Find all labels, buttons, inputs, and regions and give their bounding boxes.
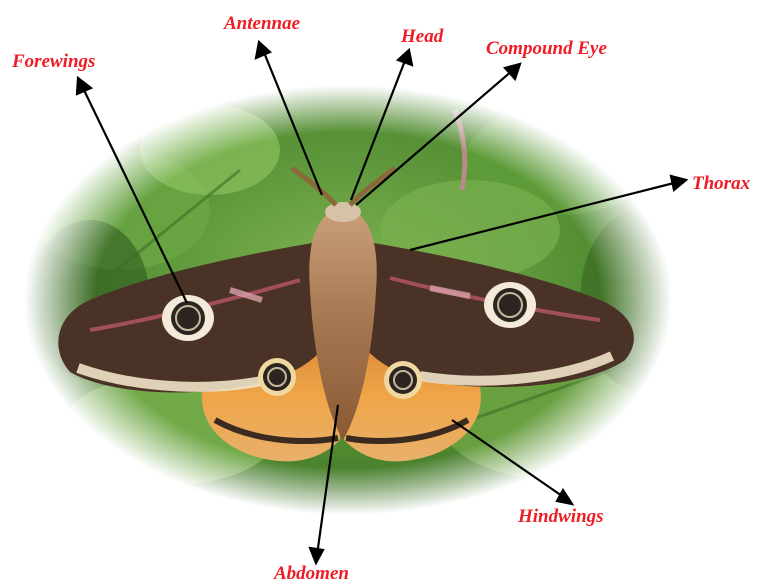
label-thorax: Thorax bbox=[692, 173, 750, 195]
eyespot-forewing-left bbox=[162, 295, 214, 341]
label-antennae: Antennae bbox=[224, 13, 300, 35]
label-head: Head bbox=[401, 26, 443, 48]
arrowhead-abdomen bbox=[310, 548, 323, 563]
eyespot-forewing-right bbox=[484, 282, 536, 328]
label-forewings: Forewings bbox=[12, 51, 95, 73]
moth-head bbox=[325, 202, 361, 222]
eyespot-hindwing-right bbox=[384, 361, 422, 399]
label-abdomen: Abdomen bbox=[274, 563, 349, 585]
label-hindwings: Hindwings bbox=[518, 506, 604, 528]
eyespot-hindwing-left bbox=[258, 358, 296, 396]
arrowhead-antennae bbox=[256, 42, 270, 58]
label-compound-eye: Compound Eye bbox=[486, 38, 607, 60]
